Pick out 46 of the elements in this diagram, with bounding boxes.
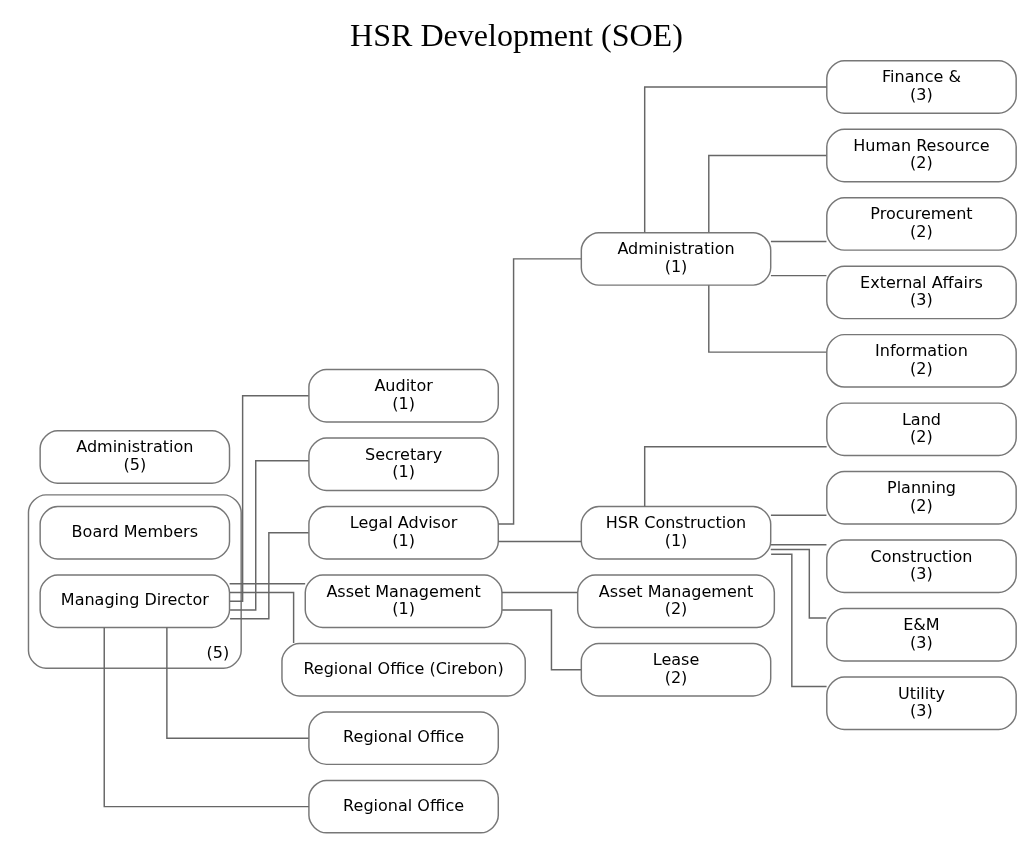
node-box: Lease (2) bbox=[580, 642, 771, 697]
node-box: Land (2) bbox=[825, 402, 1017, 457]
node-box: Planning (2) bbox=[825, 470, 1017, 525]
node-box: Human Resource (2) bbox=[825, 128, 1017, 183]
connector bbox=[497, 540, 582, 543]
node-box: Utility (3) bbox=[825, 676, 1017, 731]
connector bbox=[228, 459, 309, 611]
connector bbox=[769, 548, 827, 619]
connector bbox=[643, 86, 827, 234]
node-box: Regional Office (Cirebon) bbox=[280, 642, 526, 697]
node-box: Regional Office bbox=[307, 779, 499, 834]
connector bbox=[228, 395, 309, 602]
node-box: Asset Management (1) bbox=[304, 574, 503, 629]
node-box: Finance & (3) bbox=[825, 60, 1017, 114]
node-box: E&M (3) bbox=[825, 607, 1017, 662]
diagram-title: HSR Development (SOE) bbox=[349, 16, 683, 53]
connector bbox=[228, 532, 309, 620]
node-box: HSR Construction (1) bbox=[580, 505, 771, 560]
connector bbox=[501, 609, 582, 671]
connector bbox=[769, 274, 827, 277]
connector bbox=[769, 240, 827, 243]
node-box: Board Members bbox=[38, 505, 230, 560]
connector bbox=[643, 446, 827, 508]
node-box: Asset Management (2) bbox=[576, 574, 775, 629]
connector bbox=[707, 154, 827, 233]
connector bbox=[228, 583, 306, 585]
node-box: Auditor (1) bbox=[307, 368, 499, 423]
connector bbox=[500, 591, 578, 594]
connector bbox=[228, 591, 294, 644]
connector bbox=[103, 626, 310, 808]
node-box: Administration (5) bbox=[38, 430, 230, 484]
node-box: Secretary (1) bbox=[307, 437, 499, 492]
node-box: Legal Advisor (1) bbox=[307, 505, 499, 560]
connector bbox=[165, 626, 309, 739]
node-box: Procurement (2) bbox=[825, 196, 1017, 251]
node-box: Information (2) bbox=[825, 333, 1017, 388]
connector bbox=[769, 544, 827, 546]
connector bbox=[707, 284, 827, 353]
node-box: Administration (1) bbox=[580, 231, 771, 286]
connector bbox=[769, 514, 827, 516]
node-box: Construction (3) bbox=[825, 539, 1017, 594]
connector bbox=[769, 553, 827, 688]
node-box: External Affairs (3) bbox=[825, 265, 1017, 320]
node-box: Regional Office bbox=[307, 711, 499, 766]
connector bbox=[497, 258, 582, 525]
node-box: Managing Director bbox=[38, 574, 230, 629]
